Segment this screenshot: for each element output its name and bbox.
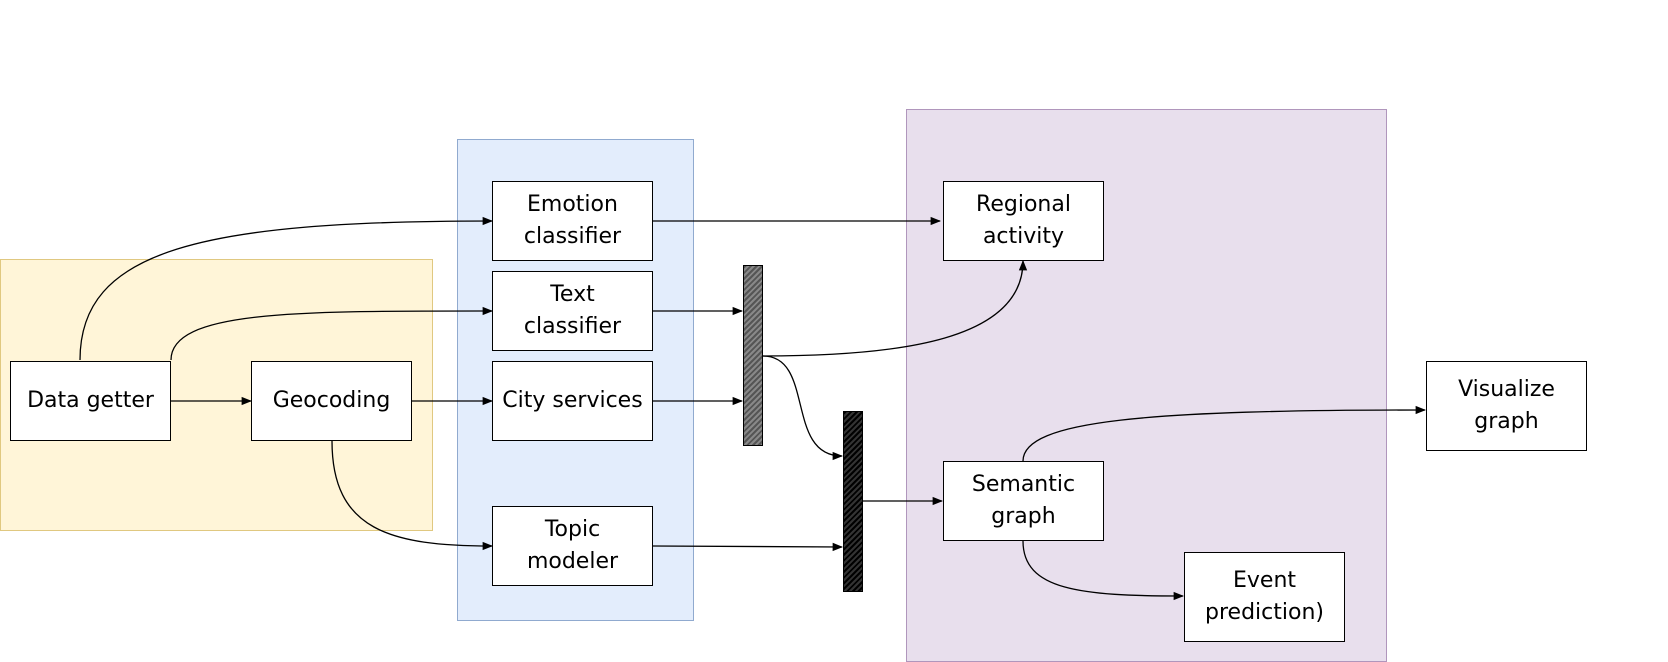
edge-bar-regional (762, 259, 1028, 357)
edge-semantic-event (1022, 540, 1185, 601)
edge-geocoding-topic (331, 440, 494, 551)
emotion-classifier-node[interactable]: Emotion classifier (492, 181, 653, 261)
visualize-graph-node[interactable]: Visualize graph (1426, 361, 1587, 451)
text-classifier-node[interactable]: Text classifier (492, 271, 653, 351)
city-services-node[interactable]: City services (492, 361, 653, 441)
edge-topic-blackbar (652, 542, 844, 552)
join-bar-black (843, 411, 863, 592)
event-prediction-node[interactable]: Event prediction) (1184, 552, 1345, 642)
edge-datagetter-emotion (79, 216, 494, 361)
fork-bar-grey (743, 265, 763, 446)
edge-semantic-visualize (1022, 405, 1427, 462)
topic-modeler-node[interactable]: Topic modeler (492, 506, 653, 586)
regional-activity-node[interactable]: Regional activity (943, 181, 1104, 261)
semantic-graph-node[interactable]: Semantic graph (943, 461, 1104, 541)
edge-bar-bar (762, 355, 844, 461)
edge-datagetter-text (170, 306, 494, 361)
geocoding-node[interactable]: Geocoding (251, 361, 412, 441)
data-getter-node[interactable]: Data getter (10, 361, 171, 441)
